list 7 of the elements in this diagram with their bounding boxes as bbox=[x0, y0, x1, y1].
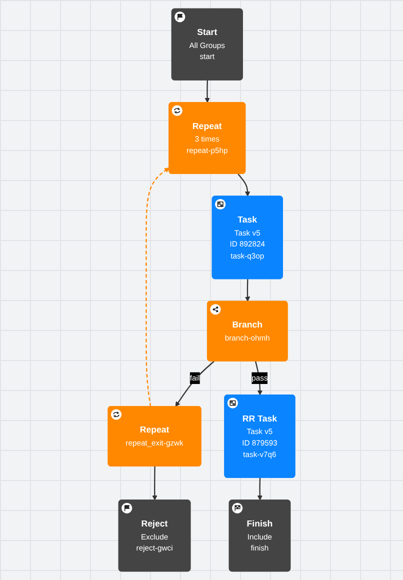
arrow bbox=[152, 466, 158, 500]
arrow bbox=[146, 167, 170, 407]
arrow bbox=[257, 478, 262, 500]
arrow bbox=[238, 174, 250, 197]
arrow bbox=[204, 80, 210, 103]
arrow bbox=[244, 279, 250, 302]
arrow bbox=[175, 360, 214, 407]
